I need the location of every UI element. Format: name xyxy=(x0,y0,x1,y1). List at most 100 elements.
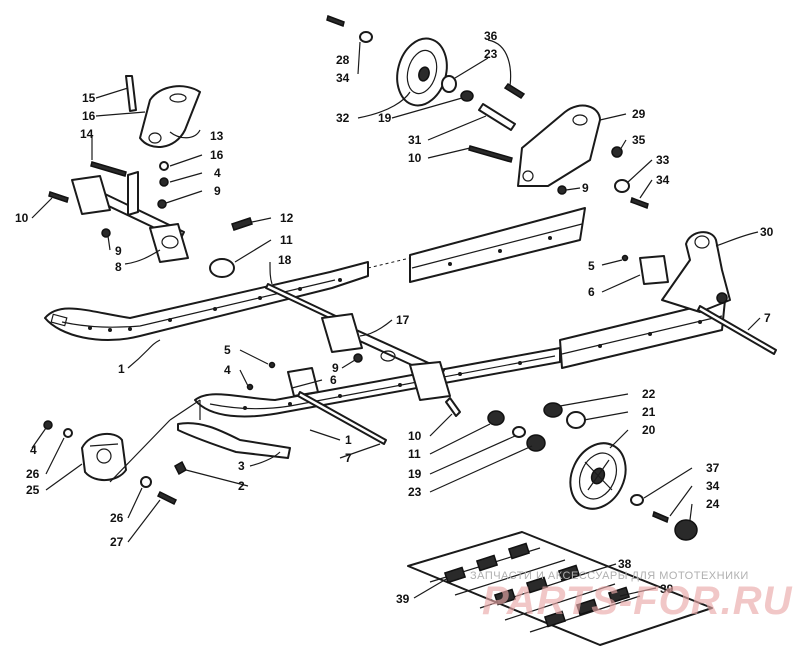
callout-4-left: 4 xyxy=(30,443,37,457)
callout-10-rear: 10 xyxy=(408,151,422,165)
middle-axle-brackets xyxy=(321,313,451,401)
callout-11-front: 11 xyxy=(280,233,293,247)
spacer-31 xyxy=(478,103,516,131)
callout-19-middle: 19 xyxy=(408,467,422,481)
callout-37: 37 xyxy=(706,461,720,475)
front-arm xyxy=(139,85,201,149)
callout-36: 36 xyxy=(484,29,498,43)
stopper-block xyxy=(81,432,127,481)
washer-16-front xyxy=(159,161,169,171)
callout-23-middle: 23 xyxy=(408,485,422,499)
callout-19-upper: 19 xyxy=(378,111,392,125)
nut-4-front-rail xyxy=(246,383,254,391)
long-bolt-7-rear xyxy=(697,305,777,355)
callout-38: 38 xyxy=(618,557,632,571)
callout-4-front: 4 xyxy=(224,363,231,377)
right-slide-rail xyxy=(194,299,726,418)
callout-labels: 15 16 14 13 16 4 9 10 12 11 9 8 18 1 28 … xyxy=(15,29,774,606)
bolt-10-front xyxy=(48,191,69,203)
callout-26-left: 26 xyxy=(26,467,40,481)
watermark-tagline: ЗАПЧАСТИ И АКСЕССУАРЫ ДЛЯ МОТОТЕХНИКИ xyxy=(470,570,749,582)
bearing-23-middle xyxy=(526,434,546,452)
bolt-34-wheel xyxy=(652,510,669,524)
bolt-15 xyxy=(125,75,137,112)
callout-15: 15 xyxy=(82,91,96,105)
left-slide-rail xyxy=(44,207,586,341)
bolt-14 xyxy=(90,161,127,177)
washer-28 xyxy=(359,31,373,43)
bolt-5-front xyxy=(268,361,276,369)
long-bolt-7-front xyxy=(297,391,387,445)
leader-lines xyxy=(31,39,761,599)
nut-9-middle xyxy=(353,353,363,363)
bolt-5-rear xyxy=(621,254,629,262)
callout-33: 33 xyxy=(656,153,670,167)
callout-39-left: 39 xyxy=(396,592,410,606)
nut-4-front xyxy=(159,177,169,187)
nut-9-front-b xyxy=(101,228,111,238)
callout-18: 18 xyxy=(278,253,292,267)
arm-link xyxy=(127,171,139,216)
seal-22 xyxy=(543,402,563,418)
callout-3: 3 xyxy=(238,459,245,473)
callout-23-upper: 23 xyxy=(484,47,498,61)
nut-9-rear xyxy=(557,185,567,195)
callout-6-rear: 6 xyxy=(588,285,595,299)
callout-27: 27 xyxy=(110,535,124,549)
upper-idler-wheel xyxy=(396,37,448,107)
callout-34-upper: 34 xyxy=(336,71,350,85)
callout-16-upper: 16 xyxy=(82,109,96,123)
callout-12: 12 xyxy=(280,211,294,225)
bolt-36 xyxy=(503,82,526,100)
callout-21: 21 xyxy=(642,405,656,419)
callout-6-front: 6 xyxy=(330,373,337,387)
washer-19-middle xyxy=(512,426,526,438)
washer-26-left xyxy=(63,428,73,438)
washer-37 xyxy=(630,494,644,506)
callout-10-left: 10 xyxy=(15,211,29,225)
callout-11-middle: 11 xyxy=(408,447,421,461)
callout-9-left: 9 xyxy=(115,244,122,258)
shock-mount-bracket xyxy=(517,104,601,187)
callout-29: 29 xyxy=(632,107,646,121)
callout-5-front: 5 xyxy=(224,343,231,357)
wear-strip-screw xyxy=(174,460,187,476)
callout-17: 17 xyxy=(396,313,410,327)
callout-26-low: 26 xyxy=(110,511,124,525)
track-section xyxy=(407,531,713,646)
callout-14: 14 xyxy=(80,127,94,141)
watermark: ЗАПЧАСТИ И АКСЕССУАРЫ ДЛЯ МОТОТЕХНИКИ PA… xyxy=(470,570,792,623)
callout-7-rear: 7 xyxy=(764,311,771,325)
bearing-23-upper xyxy=(441,75,457,93)
bolt-10-rear xyxy=(468,145,513,163)
callout-34-rear: 34 xyxy=(656,173,670,187)
callout-30: 30 xyxy=(760,225,774,239)
callout-31: 31 xyxy=(408,133,422,147)
bolt-34-rear xyxy=(630,197,649,209)
nut-9-front-a xyxy=(157,199,167,209)
bolt-27 xyxy=(156,490,178,506)
callout-1-left: 1 xyxy=(118,362,125,376)
washer-33 xyxy=(614,179,630,193)
wear-strip xyxy=(177,422,291,459)
nut-35 xyxy=(611,146,623,158)
callout-34-wheel: 34 xyxy=(706,479,720,493)
callout-10-middle: 10 xyxy=(408,429,422,443)
callout-4-upper: 4 xyxy=(214,166,221,180)
nut-4-left xyxy=(43,420,53,430)
callout-5-rear: 5 xyxy=(588,259,595,273)
bearing-21 xyxy=(566,411,586,429)
rear-arm xyxy=(661,231,731,313)
callout-16-lower: 16 xyxy=(210,148,224,162)
washer-26-low xyxy=(140,476,152,488)
block-6-rear xyxy=(639,255,669,285)
callout-39-right: 39 xyxy=(660,582,674,596)
spring-pin-12 xyxy=(231,217,253,231)
callout-2: 2 xyxy=(238,479,245,493)
callout-28: 28 xyxy=(336,53,350,67)
callout-9-rear: 9 xyxy=(582,181,589,195)
wheel-cap-24 xyxy=(674,519,698,541)
callout-1-right: 1 xyxy=(345,433,352,447)
rear-idler-wheel xyxy=(569,442,627,510)
callout-9-upper: 9 xyxy=(214,184,221,198)
